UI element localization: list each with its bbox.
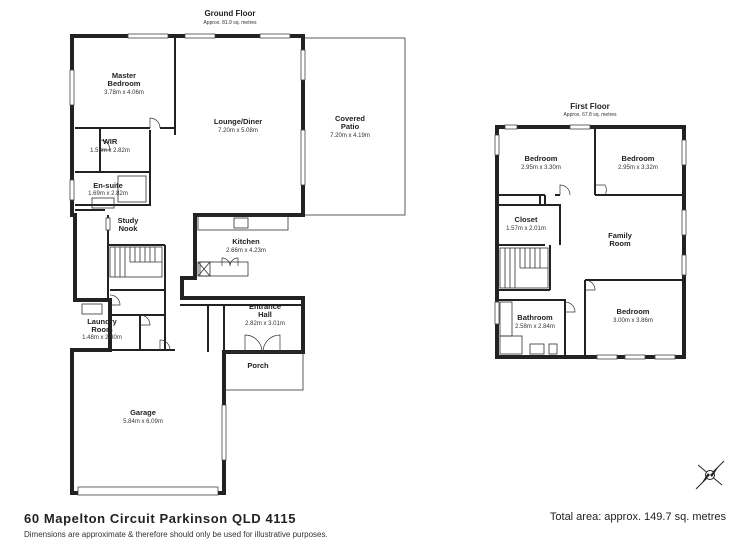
- first-floor-area: Approx. 67.8 sq. metres: [563, 112, 617, 118]
- ensuite-shower: [117, 175, 147, 203]
- family-room-label-2: Room: [609, 239, 631, 248]
- bedroom-2-dims: 2.95m x 3.32m: [618, 165, 658, 171]
- entrance-hall-dims: 2.82m x 3.01m: [245, 321, 285, 327]
- first-floor-stairs: [499, 247, 549, 289]
- total-area: Total area: approx. 149.7 sq. metres: [549, 511, 726, 523]
- bathroom-toilet: [548, 343, 558, 355]
- first-floor-title: First Floor: [570, 102, 610, 111]
- first-floor-outer-walls: [495, 125, 686, 359]
- porch-label: Porch: [247, 361, 269, 370]
- ensuite-vanity: [91, 197, 115, 209]
- laundry-room-label-2: Room: [91, 325, 113, 334]
- wir-dims: 1.53m x 2.82m: [90, 148, 130, 154]
- laundry-room-label: Laundry: [87, 317, 117, 326]
- study-nook-label: Study: [118, 216, 140, 225]
- ground-floor-stairs: [109, 246, 163, 278]
- kitchen-sink: [233, 217, 249, 229]
- covered-patio-dims: 7.20m x 4.19m: [330, 133, 370, 139]
- kitchen-fridge-cross: [197, 261, 211, 277]
- garage-label: Garage: [130, 408, 156, 417]
- ensuite-label: En-suite: [93, 181, 123, 190]
- bathroom-vanity: [529, 343, 545, 355]
- kitchen-label: Kitchen: [232, 237, 260, 246]
- disclaimer-text: Dimensions are approximate & therefore s…: [24, 530, 328, 539]
- ground-floor-plan: Ground Floor Approx. 81.9 sq. metres: [69, 9, 406, 496]
- kitchen-dims: 2.66m x 4.23m: [226, 248, 266, 254]
- kitchen-island: [199, 261, 249, 277]
- first-floor-windows: [494, 124, 687, 360]
- first-floor-interior-walls: [499, 129, 682, 355]
- bedroom-3-dims: 3.00m x 3.86m: [613, 318, 653, 324]
- ground-floor-doors: [99, 117, 281, 353]
- ground-floor-area: Approx. 81.9 sq. metres: [203, 20, 257, 26]
- ensuite-dims: 1.69m x 2.82m: [88, 191, 128, 197]
- study-nook-label-2: Nook: [119, 224, 139, 233]
- family-room-label: Family: [608, 231, 633, 240]
- lounge-diner-dims: 7.20m x 5.08m: [218, 128, 258, 134]
- bedroom-2-label: Bedroom: [622, 154, 655, 163]
- kitchen-fridge: [197, 261, 211, 277]
- garage-door: [77, 486, 219, 496]
- lounge-diner-label: Lounge/Diner: [214, 117, 262, 126]
- bathroom-bath: [499, 301, 513, 337]
- bedroom-1-label: Bedroom: [525, 154, 558, 163]
- laundry-room-dims: 1.48m x 2.30m: [82, 335, 122, 341]
- covered-patio-label-2: Patio: [341, 122, 360, 131]
- entrance-hall-label-2: Hall: [258, 310, 272, 319]
- laundry-tub: [81, 303, 103, 315]
- ground-floor-windows: [69, 33, 306, 461]
- bathroom-shower: [499, 335, 523, 355]
- property-address: 60 Mapelton Circuit Parkinson QLD 4115: [24, 511, 297, 526]
- ground-floor-outer-walls: [70, 34, 305, 495]
- ground-floor-title: Ground Floor: [204, 9, 255, 18]
- master-bedroom-label: Master: [112, 71, 136, 80]
- bathroom-label: Bathroom: [517, 313, 553, 322]
- covered-patio-label: Covered: [335, 114, 365, 123]
- kitchen-bench: [197, 215, 289, 231]
- bedroom-1-dims: 2.95m x 3.30m: [521, 165, 561, 171]
- wir-label: WIR: [103, 137, 118, 146]
- closet-label: Closet: [515, 215, 538, 224]
- first-floor-doors: [559, 184, 607, 313]
- master-bedroom-label-2: Bedroom: [108, 79, 141, 88]
- compass-icon: [695, 460, 725, 490]
- garage-dims: 5.84m x 6.09m: [123, 419, 163, 425]
- master-bedroom-dims: 3.78m x 4.06m: [104, 90, 144, 96]
- entrance-hall-label: Entrance: [249, 302, 281, 311]
- closet-dims: 1.57m x 2.01m: [506, 226, 546, 232]
- porch-outline: [223, 351, 304, 391]
- bedroom-3-label: Bedroom: [617, 307, 650, 316]
- bathroom-dims: 2.58m x 2.84m: [515, 324, 555, 330]
- first-floor-plan: First Floor Approx. 67.8 sq. metres: [494, 102, 687, 360]
